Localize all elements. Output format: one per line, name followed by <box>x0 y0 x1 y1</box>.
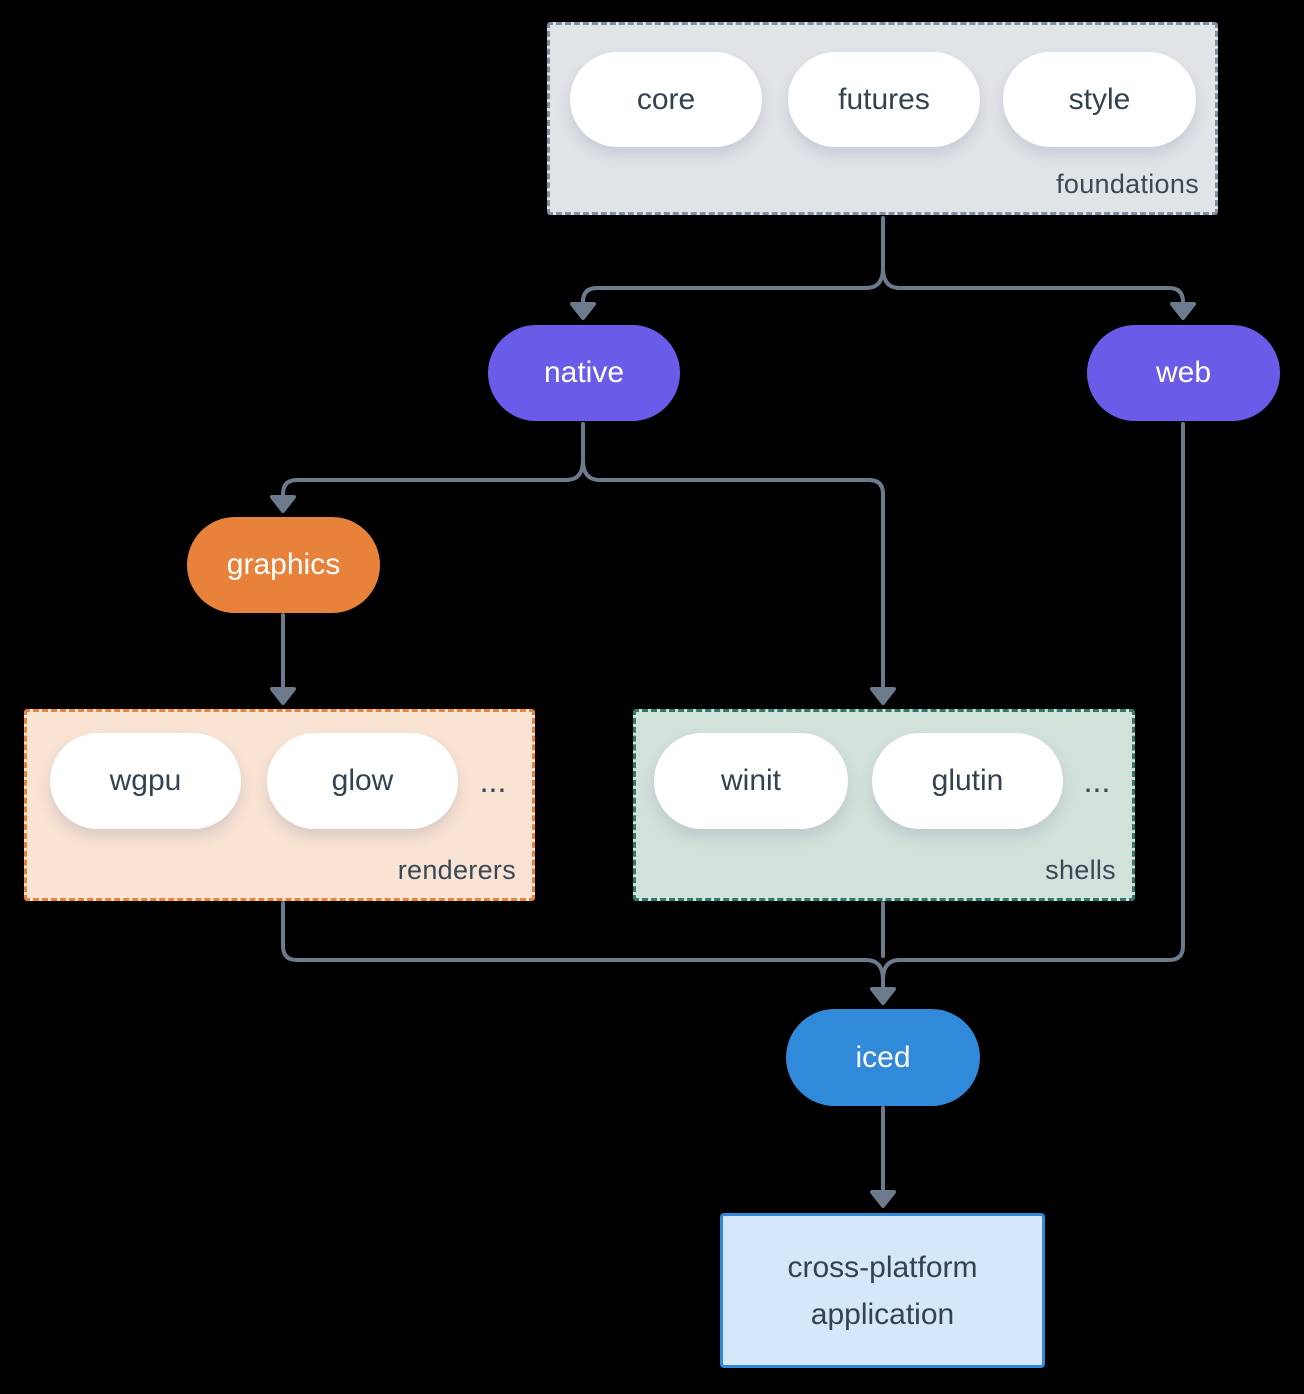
edge-merge-flare-right <box>881 958 902 982</box>
edge-foundations-flare-right <box>881 266 902 290</box>
shells-group-label: shells <box>1045 855 1116 885</box>
edge-to-web <box>896 286 1185 312</box>
application-box: cross-platform application <box>720 1213 1045 1368</box>
arrowhead-renderers <box>270 687 296 705</box>
pill-wgpu: wgpu <box>50 733 241 829</box>
renderers-group-label: renderers <box>397 855 516 885</box>
edge-native-flare-right <box>581 458 602 482</box>
application-label-line2: application <box>810 1297 955 1331</box>
arrowhead-application <box>870 1190 896 1208</box>
node-native: native <box>488 325 680 421</box>
arrowhead-graphics <box>270 495 296 513</box>
pill-winit: winit <box>654 733 848 829</box>
pill-glow: glow <box>267 733 458 829</box>
edge-renderers-merge <box>281 901 868 962</box>
edge-native-flare-left <box>564 458 585 482</box>
edge-foundations-flare-left <box>864 266 885 290</box>
renderers-ellipsis: ... <box>479 762 507 799</box>
pill-core: core <box>570 52 762 147</box>
foundations-group-label: foundations <box>1056 169 1199 199</box>
edge-web-merge <box>898 422 1185 962</box>
node-web: web <box>1087 325 1280 421</box>
pill-glutin: glutin <box>872 733 1063 829</box>
edge-merge-flare-left <box>864 958 885 982</box>
edge-to-shells <box>596 478 885 697</box>
edge-to-native <box>581 286 870 312</box>
shells-ellipsis: ... <box>1083 762 1111 799</box>
arrowhead-shells <box>870 687 896 705</box>
arrowhead-web <box>1170 302 1196 320</box>
arrowhead-iced <box>870 987 896 1005</box>
edge-to-graphics <box>281 478 570 505</box>
pill-style: style <box>1003 52 1196 147</box>
arrowhead-native <box>570 302 596 320</box>
node-graphics: graphics <box>187 517 380 613</box>
node-iced: iced <box>786 1009 980 1106</box>
pill-futures: futures <box>788 52 980 147</box>
application-label-line1: cross-platform <box>787 1250 978 1284</box>
